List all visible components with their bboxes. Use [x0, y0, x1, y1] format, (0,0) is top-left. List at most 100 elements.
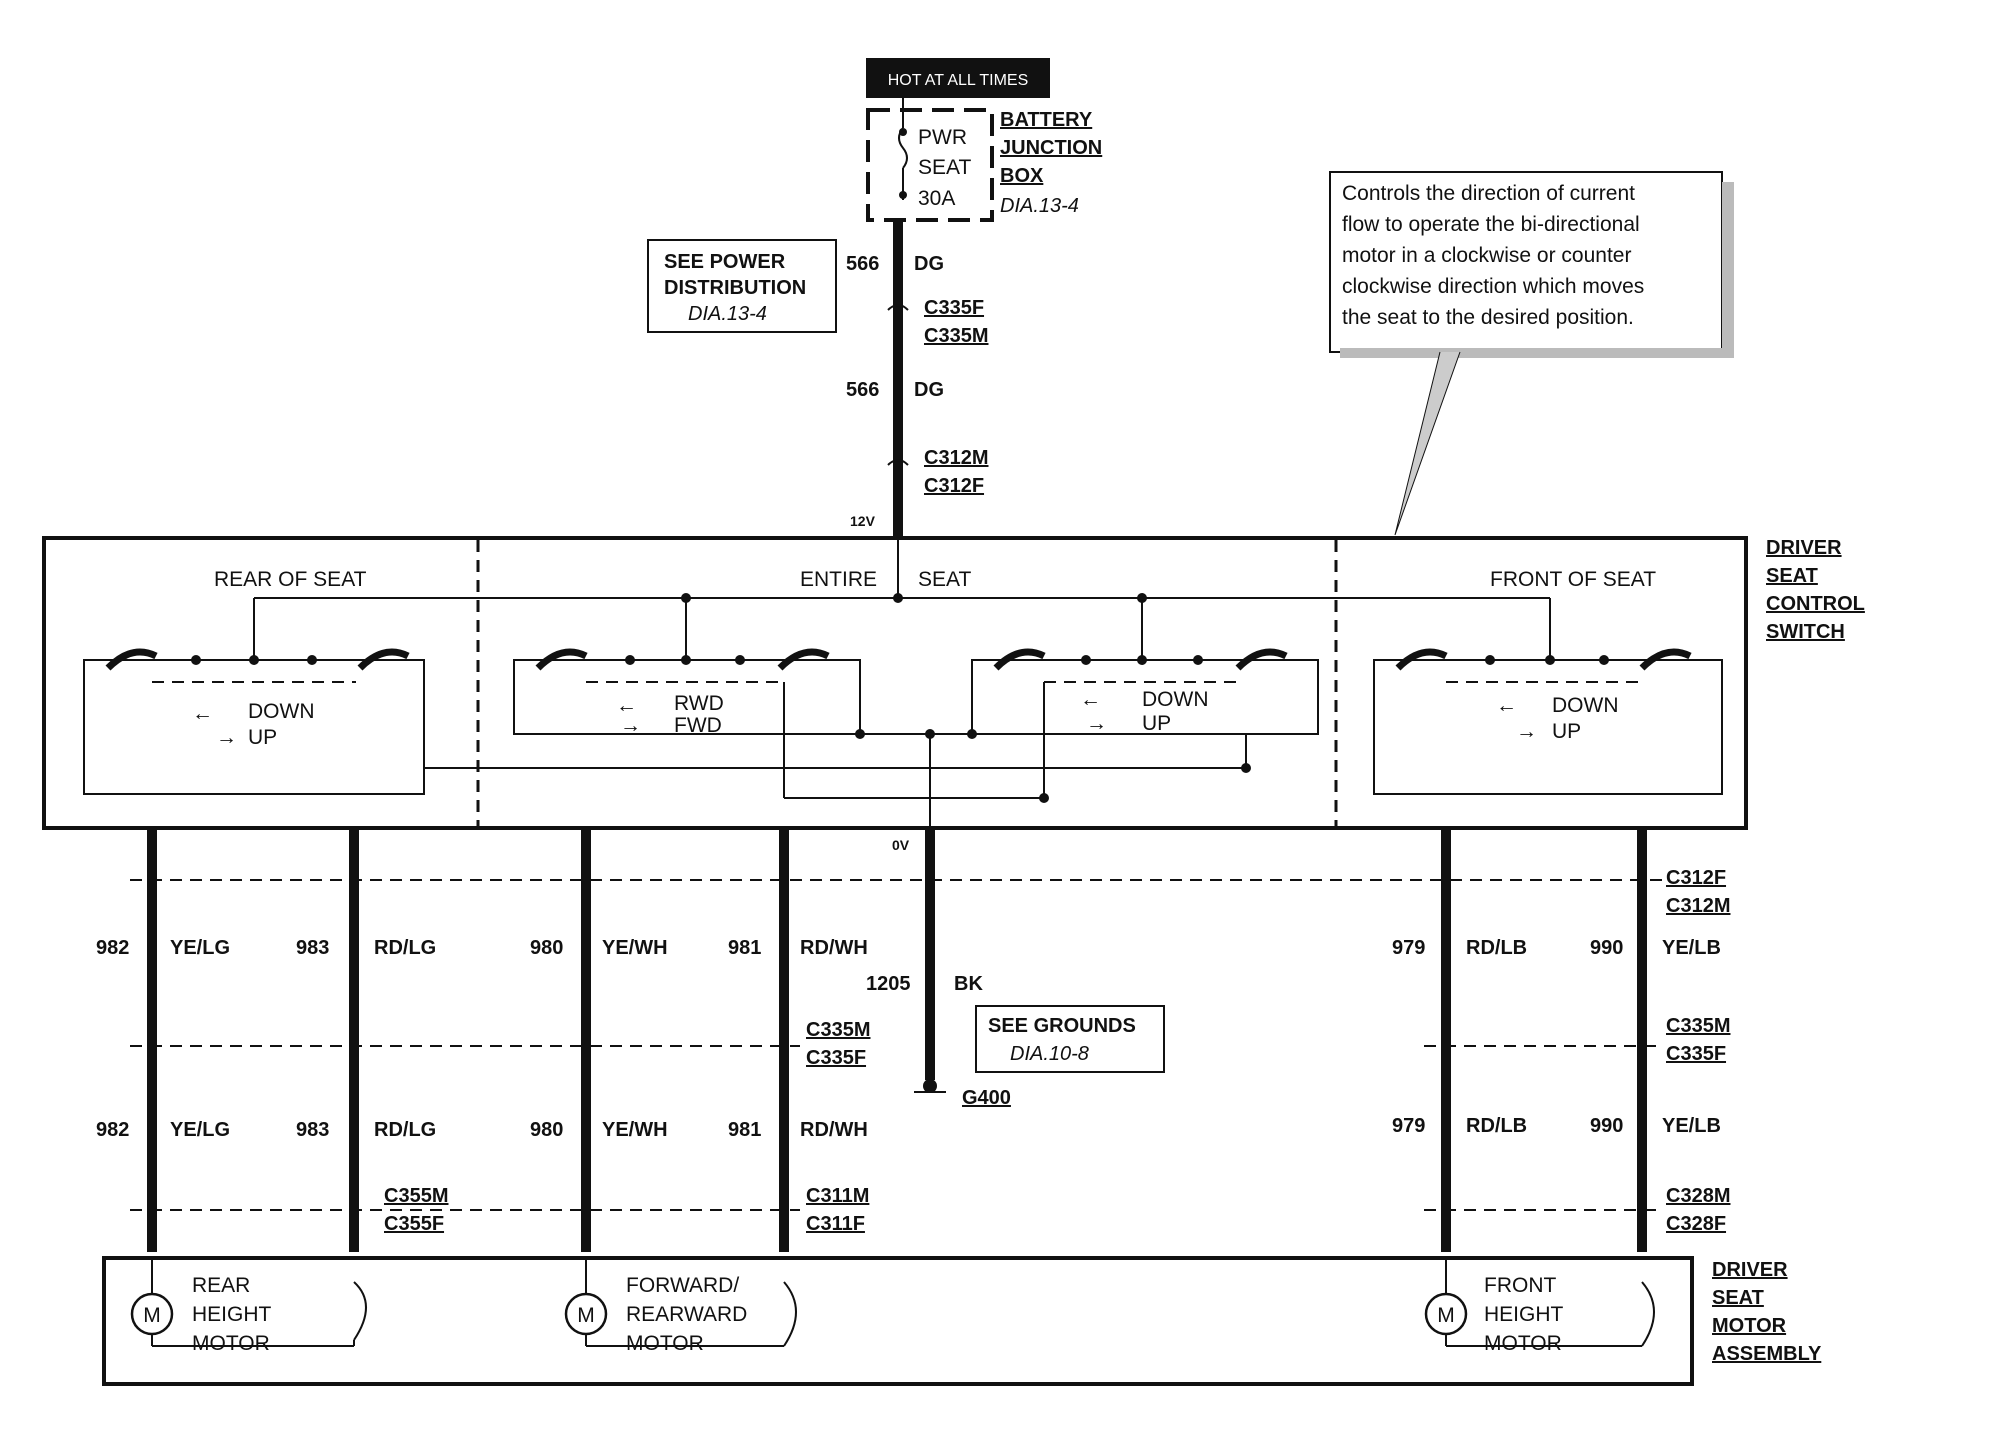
- note-line4: clockwise direction which moves: [1342, 275, 1644, 298]
- hot-at-all-times-banner: [866, 58, 1050, 98]
- see-power-line1: SEE POWER: [664, 251, 786, 273]
- w990-color-upper: YE/LB: [1662, 937, 1721, 959]
- fwd-rwd-switch: ← RWD → FWD: [513, 648, 861, 737]
- fwd-motor-l1: FORWARD/: [626, 1274, 739, 1297]
- fwd-motor-l3: MOTOR: [626, 1332, 704, 1355]
- rear-height-motor: M REAR HEIGHT MOTOR: [130, 1258, 367, 1355]
- fwd-motor-l2: REARWARD: [626, 1303, 747, 1326]
- front-arrow-right-icon: →: [1516, 720, 1537, 743]
- mid-arrow-right-icon: →: [1086, 712, 1107, 735]
- c335m-left: C335M: [806, 1019, 870, 1041]
- mid-height-switch: ← DOWN → UP: [971, 648, 1319, 735]
- mid-up-label: UP: [1142, 712, 1171, 735]
- w983-num-lower: 983: [296, 1119, 329, 1141]
- assembly-motor: MOTOR: [1712, 1315, 1787, 1337]
- w982-color-lower: YE/LG: [170, 1119, 230, 1141]
- fwd-arrow-icon: →: [620, 714, 641, 737]
- w983-num-upper: 983: [296, 937, 329, 959]
- fwd-label: FWD: [674, 714, 722, 737]
- wire2-color: DG: [914, 379, 944, 401]
- bjb-junction: JUNCTION: [1000, 137, 1102, 159]
- front-motor-l2: HEIGHT: [1484, 1303, 1564, 1326]
- hot-label: HOT AT ALL TIMES: [888, 72, 1029, 89]
- note-line2: flow to operate the bi-directional: [1342, 213, 1640, 236]
- c328f: C328F: [1666, 1213, 1726, 1235]
- c355m: C355M: [384, 1185, 448, 1207]
- see-power-box: [647, 239, 837, 333]
- see-grounds-box: [975, 1005, 1165, 1073]
- fuse-amps: 30A: [918, 187, 955, 210]
- switch-name-switch: SWITCH: [1766, 621, 1845, 643]
- c335m-right: C335M: [1666, 1015, 1730, 1037]
- wire2-num: 566: [846, 379, 879, 401]
- rear-motor-l3: MOTOR: [192, 1332, 270, 1355]
- connector-c335-icon: [887, 304, 909, 311]
- bjb-ref: DIA.13-4: [1000, 195, 1079, 217]
- front-arrow-left-icon: ←: [1496, 694, 1517, 717]
- front-height-switch: ← DOWN → UP: [1373, 648, 1723, 795]
- c312m-top: C312M: [924, 447, 988, 469]
- c328m: C328M: [1666, 1185, 1730, 1207]
- w980-color-upper: YE/WH: [602, 937, 668, 959]
- seat-label: SEAT: [918, 568, 971, 591]
- rear-motor-m: M: [143, 1304, 161, 1327]
- voltage-12v: 12V: [850, 513, 876, 529]
- rear-arrow-left-icon: ←: [192, 702, 213, 725]
- switch-name-control: CONTROL: [1766, 593, 1865, 615]
- switch-name-seat: SEAT: [1766, 565, 1818, 587]
- c311f: C311F: [806, 1213, 865, 1235]
- w981-num-lower: 981: [728, 1119, 761, 1141]
- rear-motor-l2: HEIGHT: [192, 1303, 272, 1326]
- rwd-arrow-icon: ←: [616, 694, 637, 717]
- note-line1: Controls the direction of current: [1342, 182, 1635, 205]
- rear-arrow-right-icon: →: [216, 726, 237, 749]
- note-callout: Controls the direction of current flow t…: [1329, 171, 1734, 536]
- w980-num-lower: 980: [530, 1119, 563, 1141]
- assembly-driver: DRIVER: [1712, 1259, 1788, 1281]
- harness: C312F C312M C335M C335F C335M C335F C355…: [96, 828, 1730, 1252]
- fuse-pwr: PWR: [918, 126, 967, 149]
- wire1-color: DG: [914, 253, 944, 275]
- w981-num-upper: 981: [728, 937, 761, 959]
- w980-num-upper: 980: [530, 937, 563, 959]
- wire1-num: 566: [846, 253, 879, 275]
- switch-outline: [42, 536, 1748, 830]
- see-power-line2: DISTRIBUTION: [664, 277, 806, 299]
- w990-num-lower: 990: [1590, 1115, 1623, 1137]
- w979-color-upper: RD/LB: [1466, 937, 1527, 959]
- c312f-harness: C312F: [1666, 867, 1726, 889]
- front-of-seat-label: FRONT OF SEAT: [1490, 568, 1656, 591]
- front-height-motor: M FRONT HEIGHT MOTOR: [1424, 1258, 1655, 1355]
- note-pointer: [1394, 351, 1461, 536]
- ground-wire-num: 1205: [866, 973, 911, 995]
- connector-c312-icon: [887, 459, 909, 466]
- note-box: [1329, 171, 1723, 353]
- w981-color-upper: RD/WH: [800, 937, 868, 959]
- ground-g400: G400: [962, 1087, 1011, 1109]
- see-grounds-label: SEE GROUNDS: [988, 1015, 1136, 1037]
- motor-assembly-outline: [102, 1256, 1694, 1386]
- ground-wire-color: BK: [954, 973, 983, 995]
- note-line3: motor in a clockwise or counter: [1342, 244, 1631, 267]
- see-power-ref: DIA.13-4: [688, 303, 767, 325]
- c335f-right: C335F: [1666, 1043, 1726, 1065]
- front-up-label: UP: [1552, 720, 1581, 743]
- see-grounds-ref: DIA.10-8: [1010, 1043, 1089, 1065]
- front-down-label: DOWN: [1552, 694, 1619, 717]
- rear-down-label: DOWN: [248, 700, 315, 723]
- mid-arrow-left-icon: ←: [1080, 688, 1101, 711]
- w979-color-lower: RD/LB: [1466, 1115, 1527, 1137]
- forward-rearward-motor: M FORWARD/ REARWARD MOTOR: [564, 1258, 797, 1355]
- front-motor-l3: MOTOR: [1484, 1332, 1562, 1355]
- w982-color-upper: YE/LG: [170, 937, 230, 959]
- w982-num-upper: 982: [96, 937, 129, 959]
- entire-label: ENTIRE: [800, 568, 877, 591]
- zero-volt-label: 0V: [892, 837, 910, 853]
- w979-num-upper: 979: [1392, 937, 1425, 959]
- switch-name-driver: DRIVER: [1766, 537, 1842, 559]
- bjb-battery: BATTERY: [1000, 109, 1093, 131]
- w990-num-upper: 990: [1590, 937, 1623, 959]
- power-feed: HOT AT ALL TIMES PWR SEAT 30A BATTERY JU…: [647, 58, 1102, 590]
- note-line5: the seat to the desired position.: [1342, 306, 1634, 329]
